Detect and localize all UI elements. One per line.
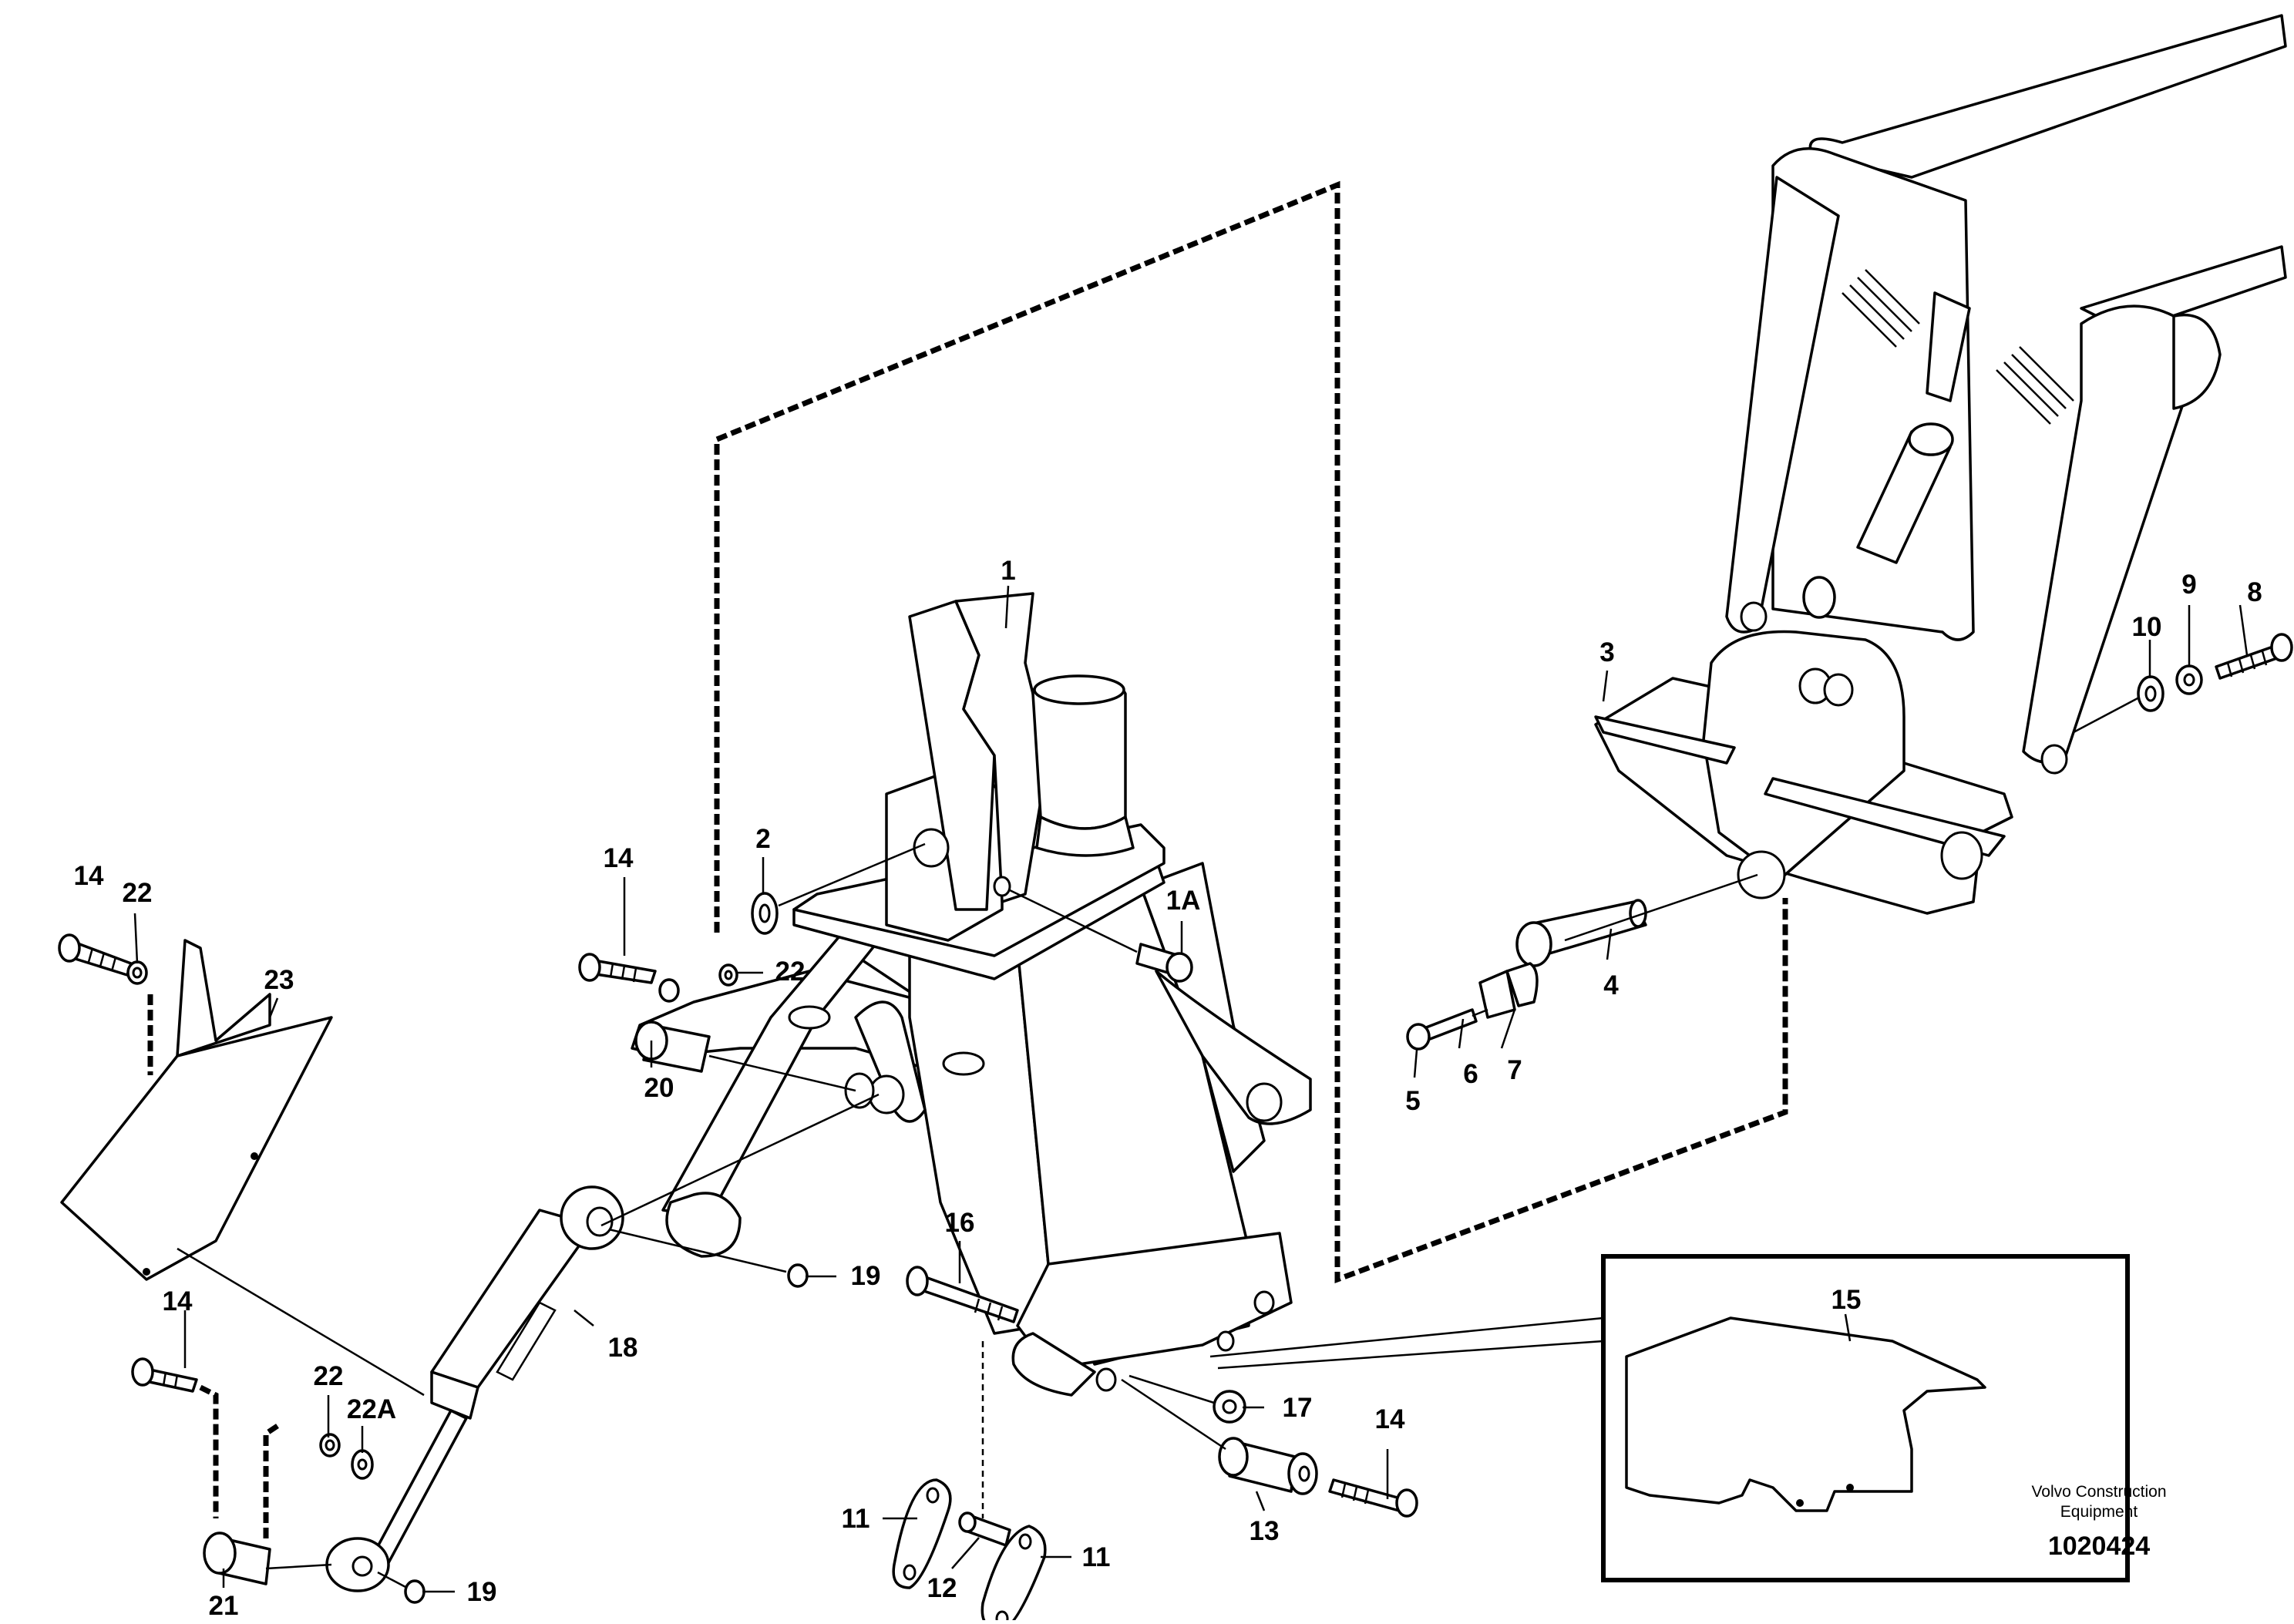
callout-22-mid: 22 [775, 957, 806, 987]
callouts: 1 1A 2 3 4 5 6 7 8 9 10 11 11 12 13 14 1… [74, 556, 2262, 1621]
bolt-14a [58, 933, 133, 977]
bolt-14d [1328, 1478, 1418, 1518]
callout-22-top-left: 22 [123, 878, 153, 908]
callout-5: 5 [1405, 1086, 1420, 1116]
callout-22-lower: 22 [314, 1361, 344, 1391]
callout-11-right: 11 [1082, 1542, 1111, 1572]
callout-19-lower: 19 [467, 1577, 497, 1607]
callout-14-top-left: 14 [74, 861, 104, 891]
washer-22b [718, 963, 738, 987]
callout-16: 16 [945, 1208, 975, 1238]
callout-12: 12 [927, 1573, 957, 1603]
washers-9-10 [2137, 664, 2203, 712]
screw-5 [1406, 1008, 1488, 1051]
credit-block: Volvo Construction Equipment 1020424 [2031, 1483, 2166, 1561]
dashed-leads-left [147, 994, 279, 1542]
nut-17 [1128, 1374, 1246, 1424]
callout-23: 23 [264, 965, 294, 995]
callout-17: 17 [1283, 1393, 1313, 1423]
callout-1a: 1A [1166, 886, 1201, 916]
bolt-1a [1009, 889, 1193, 983]
reference-number: 1020424 [2048, 1532, 2150, 1561]
circlip-19b [377, 1571, 426, 1604]
assembly-dashed-frame [714, 180, 1788, 1284]
callout-3: 3 [1599, 637, 1614, 667]
callout-20: 20 [644, 1073, 674, 1103]
callout-9: 9 [2181, 570, 2196, 600]
credit-line-1: Volvo Construction [2031, 1483, 2166, 1501]
callout-13: 13 [1250, 1516, 1280, 1546]
callout-19-upper: 19 [851, 1261, 881, 1291]
sleeve-13 [1121, 1378, 1318, 1495]
boom-arms [1725, 14, 2287, 775]
callout-21: 21 [209, 1591, 239, 1620]
callout-8: 8 [2247, 577, 2262, 607]
hydraulic-cylinder [325, 1185, 624, 1592]
callout-11-left: 11 [842, 1504, 870, 1534]
callout-15: 15 [1832, 1285, 1862, 1315]
pin-12 [958, 1511, 1011, 1547]
callout-2: 2 [755, 824, 770, 854]
callout-14-mid: 14 [604, 843, 634, 873]
callout-7: 7 [1507, 1055, 1522, 1085]
callout-1: 1 [1001, 556, 1015, 586]
callout-4: 4 [1603, 970, 1619, 1000]
leader-lines [133, 585, 2249, 1593]
pivot-pin [1515, 873, 1758, 967]
screw-8 [2215, 633, 2293, 680]
callout-18: 18 [608, 1333, 638, 1363]
cradle-top [792, 592, 1166, 980]
callout-14-lower-left: 14 [163, 1286, 193, 1316]
lock-plate [1478, 962, 1539, 1019]
washer-22a [126, 960, 148, 985]
pivot-bracket [1594, 630, 2013, 915]
callout-6: 6 [1463, 1059, 1478, 1089]
sleeve-21 [203, 1532, 332, 1585]
bolt-14c [131, 1357, 198, 1393]
bolt-14b [578, 953, 657, 984]
washer-2 [751, 842, 926, 935]
detail-inset [1209, 1254, 2130, 1582]
bolt-16 [906, 1266, 1019, 1323]
callout-22a: 22A [347, 1394, 396, 1424]
frame-tower [631, 862, 1312, 1397]
washers-22c [319, 1433, 374, 1480]
callout-14-lower-right: 14 [1375, 1404, 1405, 1434]
credit-line-2: Equipment [2060, 1503, 2138, 1521]
callout-10: 10 [2132, 612, 2162, 642]
guard-plate [60, 939, 425, 1397]
